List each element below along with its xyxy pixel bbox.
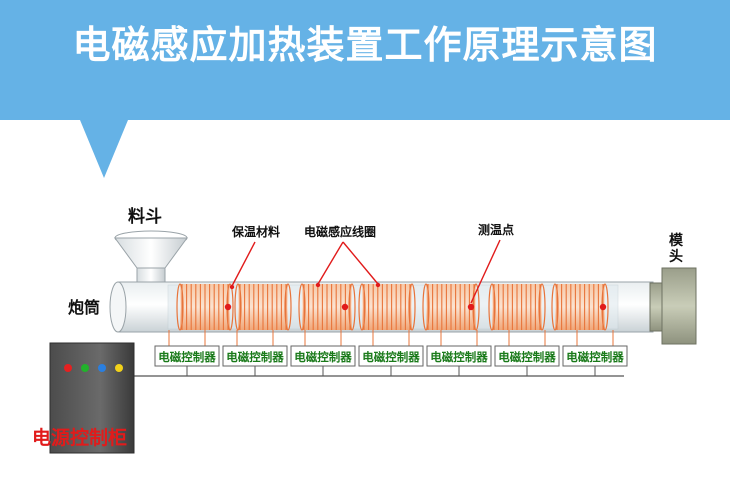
controller-label: 电磁控制器 (566, 350, 624, 364)
controller-label: 电磁控制器 (498, 350, 556, 364)
controller-unit: 电磁控制器 (562, 330, 628, 376)
induction-coil (234, 283, 292, 331)
controller-label: 电磁控制器 (158, 350, 216, 364)
title-banner (0, 0, 730, 120)
controller-unit: 电磁控制器 (290, 330, 356, 376)
insulation-label: 保温材料 (231, 224, 280, 239)
coil-leader-right (342, 241, 379, 285)
controller-unit: 电磁控制器 (426, 330, 492, 376)
temp-point-group (224, 303, 607, 311)
controller-unit: 电磁控制器 (358, 330, 424, 376)
die-label-line1: 模 (669, 232, 684, 249)
temp-point-dot (224, 303, 232, 311)
temp-point-label: 测温点 (478, 222, 514, 237)
temp-point-dot (599, 303, 607, 311)
indicator-red-icon (64, 364, 72, 372)
indicator-blue-icon (98, 364, 106, 372)
coil-leader-left (317, 241, 344, 285)
controller-row: 电磁控制器电磁控制器电磁控制器电磁控制器电磁控制器电磁控制器电磁控制器 (154, 330, 628, 376)
controller-unit: 电磁控制器 (154, 330, 220, 376)
cabinet-label: 电源控制柜 (32, 426, 127, 449)
control-wiring (132, 375, 624, 386)
temp-leader (470, 239, 501, 304)
die-head (649, 267, 697, 345)
indicator-green-icon (81, 364, 89, 372)
controller-label: 电磁控制器 (362, 350, 420, 364)
banner-pointer (80, 120, 128, 178)
coil-leader-dot-left (315, 282, 321, 288)
controller-unit: 电磁控制器 (494, 330, 560, 376)
coil-label: 电磁感应线圈 (304, 224, 376, 239)
insulation-leader-dot (229, 284, 235, 290)
power-cabinet (49, 342, 135, 454)
insulation-leader (231, 241, 256, 287)
barrel-label: 炮筒 (68, 298, 100, 317)
induction-coil (422, 283, 480, 331)
induction-coil (176, 283, 234, 331)
coil-leader-dot-right (375, 282, 381, 288)
induction-coil (488, 283, 546, 331)
induction-coil (358, 283, 416, 331)
controller-label: 电磁控制器 (294, 350, 352, 364)
induction-coil (298, 283, 356, 331)
controller-label: 电磁控制器 (430, 350, 488, 364)
hopper-label: 料斗 (128, 206, 162, 227)
temp-point-dot (467, 303, 475, 311)
induction-coil (551, 283, 609, 331)
indicator-yellow-icon (115, 364, 123, 372)
temp-point-dot (341, 303, 349, 311)
controller-label: 电磁控制器 (226, 350, 284, 364)
coil-group (176, 283, 609, 331)
die-label-line2: 头 (669, 248, 683, 265)
controller-unit: 电磁控制器 (222, 330, 288, 376)
page-title: 电磁感应加热装置工作原理示意图 (72, 23, 658, 67)
